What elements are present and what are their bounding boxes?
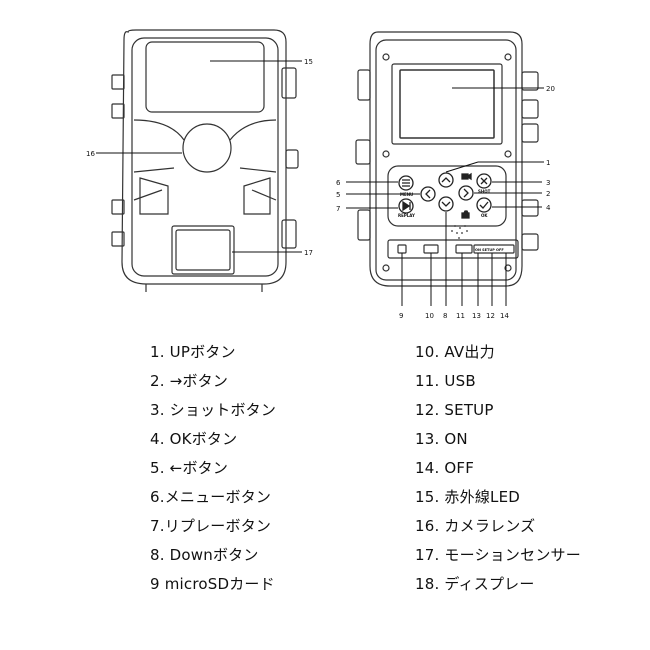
callout-13: 13 <box>472 312 481 320</box>
switch-label: ON SETUP OFF <box>475 248 504 252</box>
replay-label: REPLAY <box>398 213 415 218</box>
legend-left-column: 1. UPボタン 2. →ボタン 3. ショットボタン 4. OKボタン 5. … <box>150 338 276 599</box>
callout-12: 12 <box>486 312 495 320</box>
legend-item: 13. ON <box>415 430 468 448</box>
callout-4: 4 <box>546 204 551 212</box>
left-arrow-icon <box>425 189 431 199</box>
callout-16: 16 <box>86 150 95 158</box>
down-arrow-icon <box>441 201 451 207</box>
legend-item: 1. UPボタン <box>150 343 236 361</box>
replay-icon <box>402 200 411 212</box>
legend-item: 16. カメラレンズ <box>415 517 536 535</box>
legend-item: 12. SETUP <box>415 401 494 419</box>
down-button <box>438 196 454 212</box>
menu-icon <box>402 179 410 187</box>
callout-1: 1 <box>546 159 550 167</box>
callout-9: 9 <box>399 312 403 320</box>
shot-icon <box>480 177 488 185</box>
port-strip <box>387 239 519 259</box>
callout-10: 10 <box>425 312 434 320</box>
back-callout-leaders <box>346 87 544 306</box>
button-panel <box>387 165 507 227</box>
legend-item: 4. OKボタン <box>150 430 238 448</box>
legend-item: 15. 赤外線LED <box>415 488 521 506</box>
legend-item: 9 microSDカード <box>150 575 275 593</box>
callout-6: 6 <box>336 179 341 187</box>
ok-check-icon <box>479 201 489 209</box>
legend-item: 3. ショットボタン <box>150 401 277 419</box>
ir-led-panel <box>145 41 265 113</box>
callout-20: 20 <box>546 85 555 93</box>
camera-diagram: 15 16 17 <box>86 29 555 320</box>
display-frame <box>391 63 503 145</box>
shot-label: SHOT <box>478 189 491 194</box>
back-callout-labels: 20 1 6 3 5 2 7 4 9 10 8 11 13 12 14 <box>336 85 555 320</box>
legend-item: 2. →ボタン <box>150 372 229 390</box>
up-button <box>438 172 454 188</box>
callout-7: 7 <box>336 205 340 213</box>
microsd-slot <box>397 244 407 254</box>
callout-5: 5 <box>336 191 340 199</box>
replay-button <box>398 198 414 214</box>
legend-item: 18. ディスプレー <box>415 575 535 593</box>
right-arrow-icon <box>463 188 469 198</box>
usb-port <box>455 244 473 254</box>
control-buttons <box>398 172 492 219</box>
callout-11: 11 <box>456 312 465 320</box>
speaker-grille <box>451 225 468 239</box>
front-body-outline <box>121 29 287 285</box>
callout-14: 14 <box>500 312 509 320</box>
photo-mode-icon <box>461 210 470 219</box>
camera-front-view <box>111 29 299 292</box>
pir-sensor-window <box>171 225 235 275</box>
left-strap-clips <box>111 74 125 247</box>
power-switch <box>473 244 515 254</box>
legend-item: 6.メニューボタン <box>150 488 272 506</box>
lens-housing <box>133 119 277 201</box>
legend-item: 7.リプレーボタン <box>150 517 272 535</box>
up-arrow-icon <box>441 177 451 183</box>
front-callout-labels: 15 16 17 <box>86 58 313 257</box>
callout-15: 15 <box>304 58 313 66</box>
legend-right-column: 10. AV出力 11. USB 12. SETUP 13. ON 14. OF… <box>415 338 581 599</box>
menu-button <box>398 175 414 191</box>
legend-item: 8. Downボタン <box>150 546 259 564</box>
camera-back-view <box>355 31 539 287</box>
right-button <box>458 185 474 201</box>
callout-3: 3 <box>546 179 550 187</box>
legend-item: 5. ←ボタン <box>150 459 229 477</box>
camera-mode-icon <box>461 172 472 181</box>
legend-item: 14. OFF <box>415 459 475 477</box>
front-callout-leaders <box>96 60 302 253</box>
ok-label: OK <box>481 213 488 218</box>
legend-item: 10. AV出力 <box>415 343 495 361</box>
ok-button <box>476 197 492 213</box>
display-screen <box>399 69 495 139</box>
camera-lens <box>182 123 232 173</box>
shot-button <box>476 173 492 189</box>
callout-2: 2 <box>546 190 550 198</box>
legend-item: 11. USB <box>415 372 476 390</box>
av-out-port <box>423 244 439 254</box>
callout-8: 8 <box>443 312 447 320</box>
right-latches <box>281 67 299 249</box>
callout-17: 17 <box>304 249 313 257</box>
left-button <box>420 186 436 202</box>
legend-item: 17. モーションセンサー <box>415 546 581 564</box>
